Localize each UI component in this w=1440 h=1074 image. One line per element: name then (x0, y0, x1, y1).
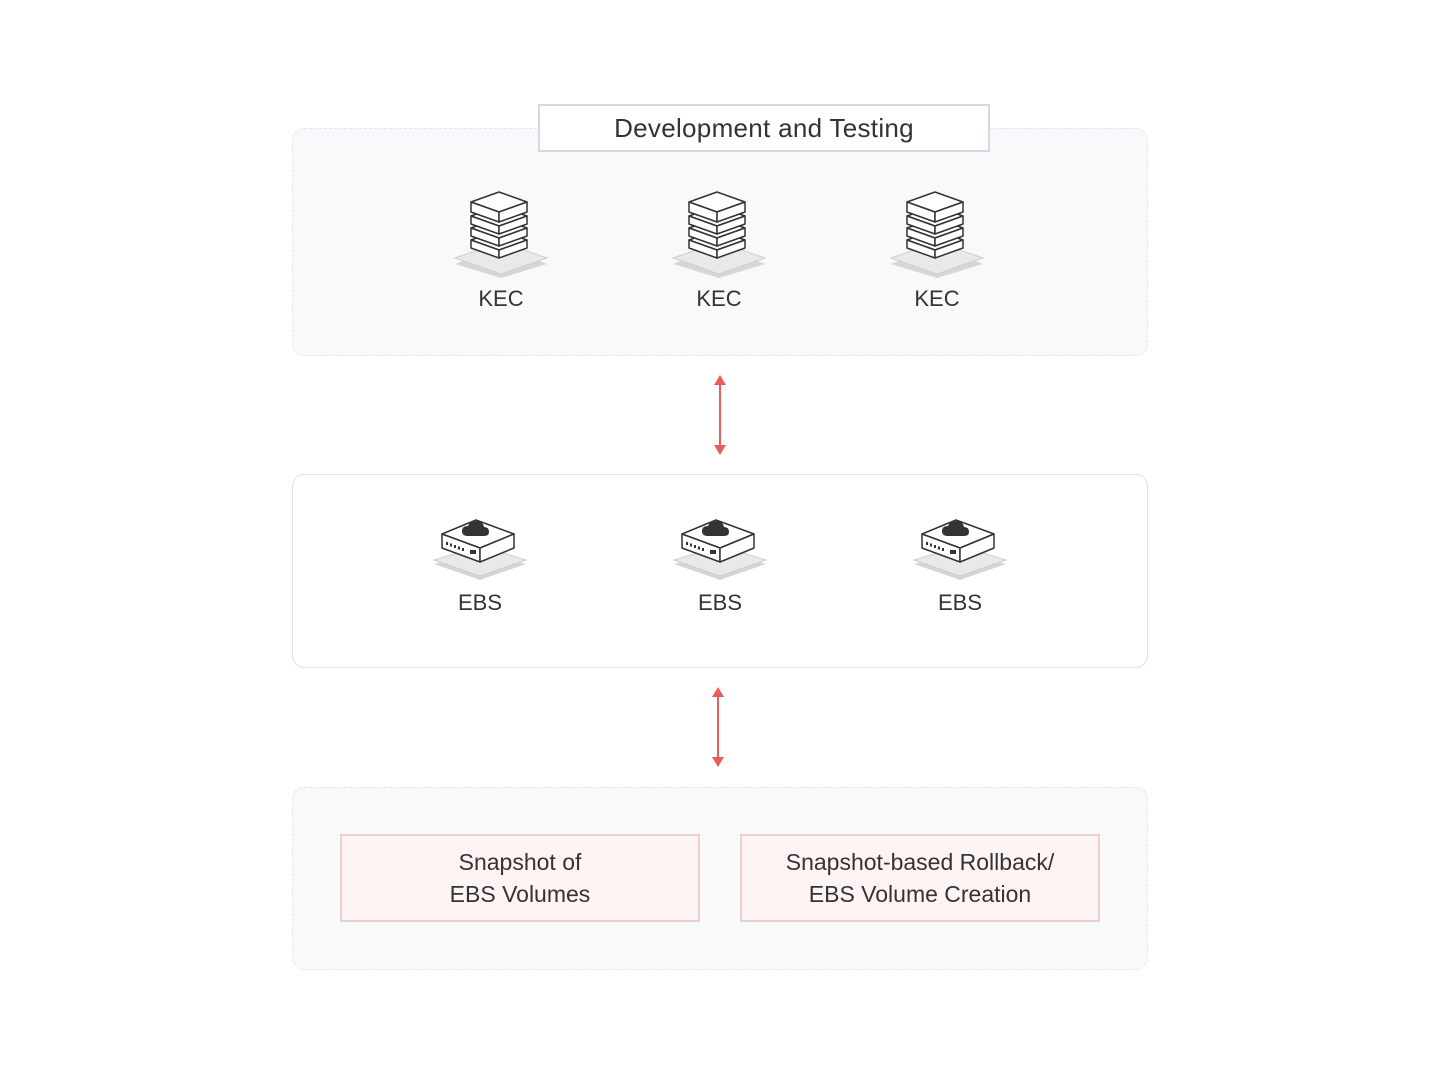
double-arrow-icon (712, 687, 724, 767)
ebs-node: EBS (890, 510, 1030, 616)
server-stack-icon (889, 191, 985, 278)
panel-title: Development and Testing (538, 104, 990, 152)
kec-node: KEC (649, 186, 789, 312)
cloud-storage-icon (912, 519, 1008, 580)
server-stack-icon (671, 191, 767, 278)
ebs-label: EBS (457, 590, 503, 615)
server-stack-icon (453, 191, 549, 278)
cloud-storage-icon (432, 519, 528, 580)
double-arrow-icon (714, 375, 726, 455)
cloud-storage-icon (672, 519, 768, 580)
rollback-box: Snapshot-based Rollback/ EBS Volume Crea… (740, 834, 1100, 922)
kec-node: KEC (867, 186, 1007, 312)
kec-label: KEC (696, 286, 742, 311)
ebs-label: EBS (937, 590, 983, 615)
ebs-node: EBS (650, 510, 790, 616)
ebs-label: EBS (697, 590, 743, 615)
snapshot-box: Snapshot of EBS Volumes (340, 834, 700, 922)
ebs-node: EBS (410, 510, 550, 616)
kec-label: KEC (478, 286, 524, 311)
kec-label: KEC (914, 286, 960, 311)
kec-node: KEC (431, 186, 571, 312)
